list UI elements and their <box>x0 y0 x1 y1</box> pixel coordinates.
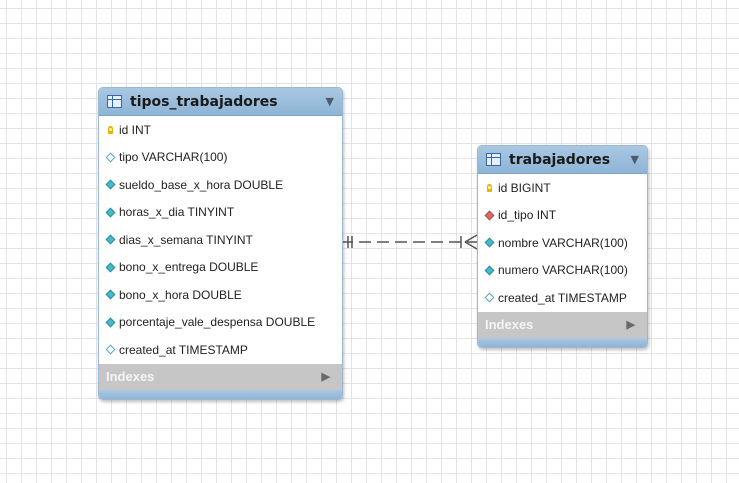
column-row[interactable]: created_at TIMESTAMP <box>99 336 342 364</box>
column-label: created_at TIMESTAMP <box>498 290 627 305</box>
column-label: bono_x_hora DOUBLE <box>119 287 242 302</box>
not-null-column-icon <box>484 265 495 276</box>
table-footer <box>478 337 647 347</box>
table-tipos-trabajadores[interactable]: tipos_trabajadores ▼ id INT tipo VARCHAR… <box>98 87 343 400</box>
column-label: created_at TIMESTAMP <box>119 342 248 357</box>
table-icon <box>107 95 122 108</box>
column-row[interactable]: numero VARCHAR(100) <box>478 257 647 285</box>
column-label: nombre VARCHAR(100) <box>498 235 628 250</box>
column-row[interactable]: tipo VARCHAR(100) <box>99 144 342 172</box>
nullable-column-icon <box>105 344 116 355</box>
crow-foot-bottom <box>464 241 478 250</box>
table-title: trabajadores <box>509 151 611 168</box>
column-label: id BIGINT <box>498 180 551 195</box>
primary-key-icon <box>484 182 495 193</box>
column-label: id INT <box>119 122 152 137</box>
crow-foot-top <box>464 234 478 243</box>
column-label: numero VARCHAR(100) <box>498 263 628 278</box>
table-title: tipos_trabajadores <box>130 93 278 110</box>
column-label: sueldo_base_x_hora DOUBLE <box>119 177 284 192</box>
indexes-section[interactable]: Indexes ▶ <box>478 311 647 338</box>
primary-key-icon <box>105 124 116 135</box>
column-row[interactable]: bono_x_hora DOUBLE <box>99 281 342 309</box>
not-null-column-icon <box>484 237 495 248</box>
column-row[interactable]: created_at TIMESTAMP <box>478 284 647 312</box>
not-null-column-icon <box>105 289 116 300</box>
not-null-column-icon <box>105 207 116 218</box>
column-list: id INT tipo VARCHAR(100) sueldo_base_x_h… <box>99 116 342 364</box>
not-null-column-icon <box>105 262 116 273</box>
indexes-label: Indexes <box>485 317 534 332</box>
collapse-toggle-icon[interactable]: ▼ <box>630 153 639 166</box>
column-list: id BIGINT id_tipo INT nombre VARCHAR(100… <box>478 174 647 312</box>
column-label: dias_x_semana TINYINT <box>119 232 253 247</box>
column-label: porcentaje_vale_despensa DOUBLE <box>119 315 316 330</box>
column-row[interactable]: porcentaje_vale_despensa DOUBLE <box>99 309 342 337</box>
expand-arrow-icon[interactable]: ▶ <box>321 371 330 383</box>
column-label: horas_x_dia TINYINT <box>119 205 235 220</box>
column-row[interactable]: id_tipo INT <box>478 202 647 230</box>
indexes-section[interactable]: Indexes ▶ <box>99 363 342 390</box>
collapse-toggle-icon[interactable]: ▼ <box>325 95 334 108</box>
table-header[interactable]: trabajadores ▼ <box>478 146 647 174</box>
not-null-column-icon <box>105 179 116 190</box>
column-label: tipo VARCHAR(100) <box>119 150 228 165</box>
column-row[interactable]: nombre VARCHAR(100) <box>478 229 647 257</box>
not-null-column-icon <box>105 234 116 245</box>
nullable-column-icon <box>105 152 116 163</box>
foreign-key-icon <box>484 210 495 221</box>
column-row[interactable]: id INT <box>99 116 342 144</box>
column-label: bono_x_entrega DOUBLE <box>119 260 259 275</box>
table-header[interactable]: tipos_trabajadores ▼ <box>99 88 342 116</box>
nullable-column-icon <box>484 292 495 303</box>
expand-arrow-icon[interactable]: ▶ <box>626 319 635 331</box>
column-row[interactable]: dias_x_semana TINYINT <box>99 226 342 254</box>
column-row[interactable]: horas_x_dia TINYINT <box>99 199 342 227</box>
not-null-column-icon <box>105 317 116 328</box>
column-row[interactable]: sueldo_base_x_hora DOUBLE <box>99 171 342 199</box>
table-trabajadores[interactable]: trabajadores ▼ id BIGINT id_tipo INT nom… <box>477 145 648 348</box>
table-icon <box>486 153 501 166</box>
column-label: id_tipo INT <box>498 208 557 223</box>
table-footer <box>99 389 342 399</box>
indexes-label: Indexes <box>106 369 155 384</box>
column-row[interactable]: bono_x_entrega DOUBLE <box>99 254 342 282</box>
column-row[interactable]: id BIGINT <box>478 174 647 202</box>
